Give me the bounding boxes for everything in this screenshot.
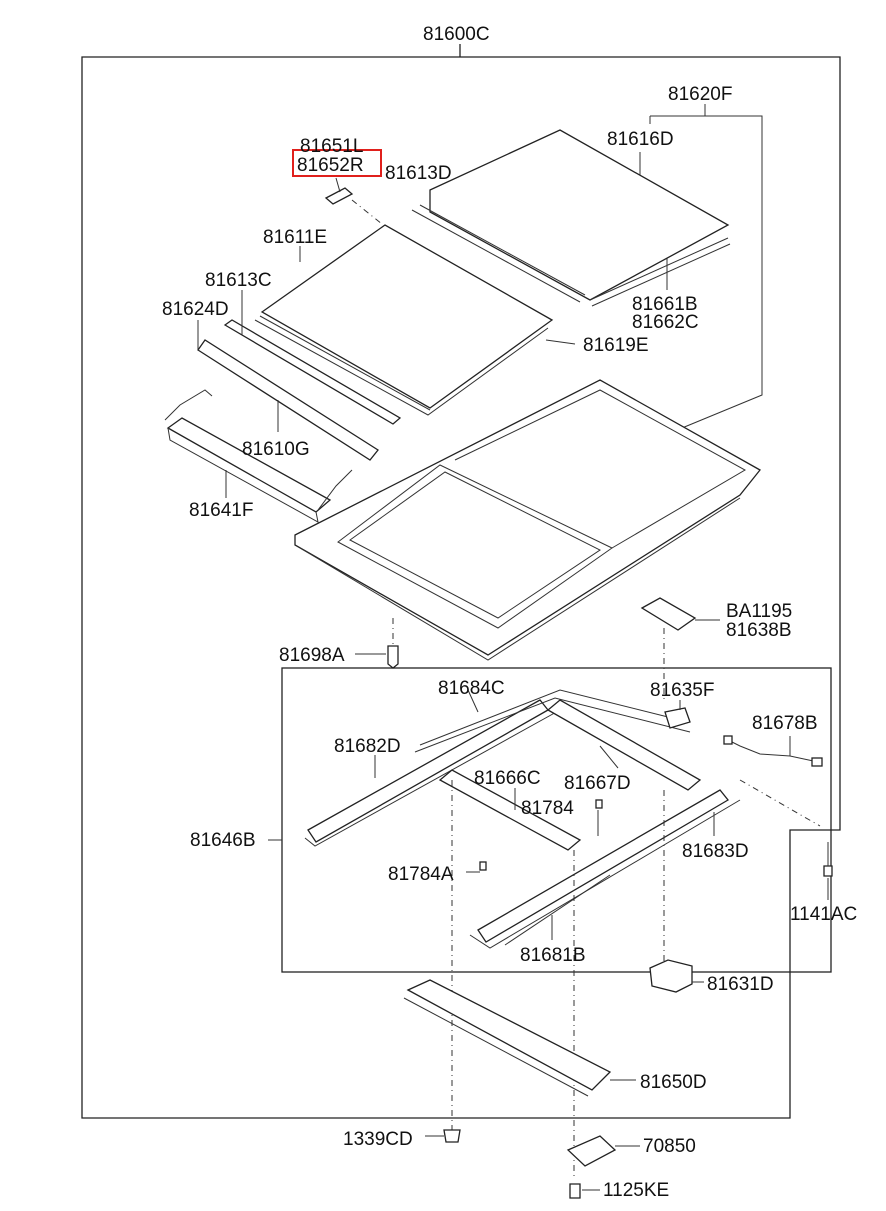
label-81661B: 81661B — [632, 294, 698, 315]
glass-panel — [429, 129, 730, 301]
label-81667D: 81667D — [564, 773, 631, 794]
label-81613C: 81613C — [205, 270, 272, 291]
label-81641F: 81641F — [189, 500, 253, 521]
label-70850: 70850 — [643, 1136, 696, 1157]
label-81682D: 81682D — [334, 736, 401, 757]
label-81684C: 81684C — [438, 678, 505, 699]
guide-rail-right — [477, 789, 729, 943]
label-81635F: 81635F — [650, 680, 714, 701]
label-81619E: 81619E — [583, 335, 649, 356]
drain-hose-part — [387, 645, 399, 669]
label-1125KE: 1125KE — [603, 1180, 669, 1201]
rail-assembly-box — [281, 667, 832, 973]
label-81681B: 81681B — [520, 945, 586, 966]
label-81784: 81784 — [521, 798, 574, 819]
label-81600C: 81600C — [423, 24, 490, 45]
label-81610G: 81610G — [242, 439, 310, 460]
label-81652R: 81652R — [297, 155, 364, 176]
label-81698A: 81698A — [279, 645, 345, 666]
label-81638B: 81638B — [726, 620, 792, 641]
label-81624D: 81624D — [162, 299, 229, 320]
label-1339CD: 1339CD — [343, 1129, 413, 1150]
label-1141AC: 1141AC — [790, 904, 857, 925]
label-81651L: 81651L — [300, 136, 363, 157]
label-81662C: 81662C — [632, 312, 699, 333]
label-81616D: 81616D — [607, 129, 674, 150]
highlight-box — [292, 149, 382, 177]
label-81666C: 81666C — [474, 768, 541, 789]
assembly-frame — [81, 56, 841, 1119]
label-81678B: 81678B — [752, 713, 818, 734]
label-81683D: 81683D — [682, 841, 749, 862]
motor-part — [649, 959, 693, 993]
deflector-panel — [260, 224, 554, 409]
label-81650D: 81650D — [640, 1072, 707, 1093]
support-bar — [406, 979, 612, 1091]
label-81631D: 81631D — [707, 974, 774, 995]
label-81611E: 81611E — [263, 227, 327, 248]
label-81646B: 81646B — [190, 830, 256, 851]
label-BA1195: BA1195 — [726, 601, 792, 622]
label-81784A: 81784A — [388, 864, 454, 885]
cross-bar — [438, 769, 582, 851]
label-81620F: 81620F — [668, 84, 732, 105]
wind-deflector — [166, 417, 332, 513]
wiring-harness — [727, 739, 819, 763]
weatherstrip-part — [324, 187, 354, 205]
roof-frame — [294, 379, 761, 656]
label-81613D: 81613D — [385, 163, 452, 184]
